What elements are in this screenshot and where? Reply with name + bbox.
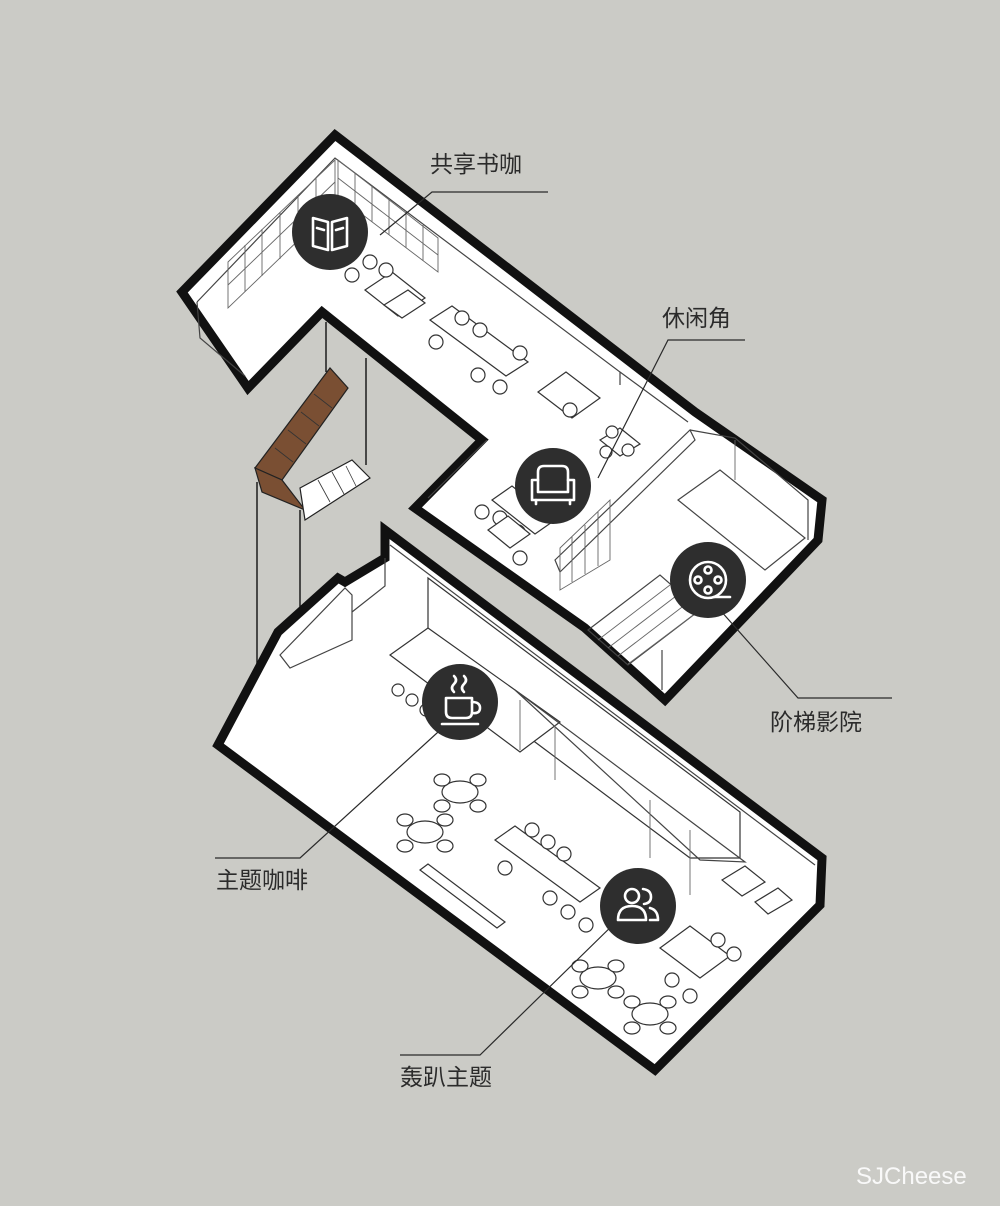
people-icon — [600, 868, 676, 944]
book-icon — [292, 194, 368, 270]
film-reel-icon — [670, 542, 746, 618]
lower-floor-slab — [212, 520, 827, 1076]
bookshelf-right — [337, 159, 439, 273]
staircase — [254, 322, 371, 778]
watermark: SJCheese — [856, 1163, 967, 1190]
bookshelf-partition — [559, 498, 611, 591]
round-table-1 — [433, 773, 487, 813]
armchair-icon — [515, 448, 591, 524]
leader-lines — [215, 191, 892, 1056]
label-book-cafe: 共享书咖 — [430, 152, 522, 178]
upper-floor-slab — [176, 128, 827, 707]
round-table-4 — [623, 995, 677, 1035]
round-table-3 — [571, 959, 625, 999]
label-coffee: 主题咖啡 — [216, 868, 308, 894]
coffee-cup-icon — [422, 664, 498, 740]
label-party: 轰趴主题 — [400, 1065, 492, 1091]
upper-floor — [176, 128, 827, 707]
label-cinema: 阶梯影院 — [770, 710, 862, 736]
label-lounge: 休闲角 — [662, 306, 731, 332]
round-table-2 — [396, 813, 454, 853]
